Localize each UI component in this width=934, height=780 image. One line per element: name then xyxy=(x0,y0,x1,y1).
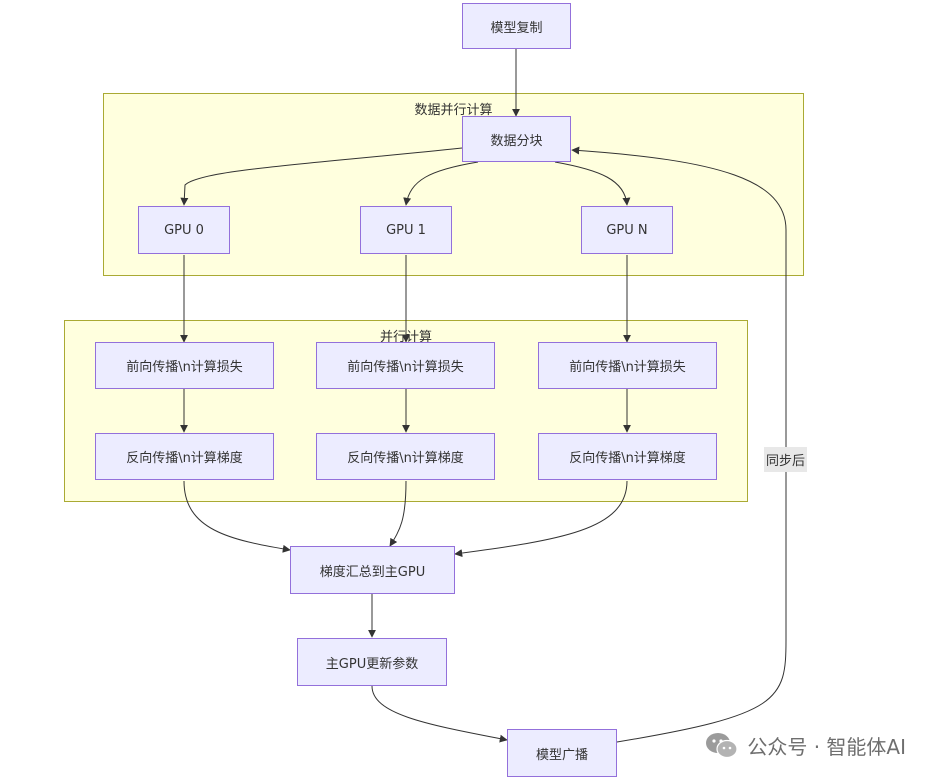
node-data-split[interactable]: 数据分块 xyxy=(462,116,571,162)
edge-split-to-gpun xyxy=(554,161,631,206)
watermark-text: 公众号 · 智能体AI xyxy=(747,735,906,759)
wechat-icon xyxy=(706,732,738,758)
node-aggregate[interactable]: 梯度汇总到主GPU xyxy=(290,546,455,594)
node-backward-1[interactable]: 反向传播\n计算梯度 xyxy=(316,433,495,480)
edge-label-sync: 同步后 xyxy=(764,447,808,472)
node-broadcast[interactable]: 模型广播 xyxy=(507,729,617,777)
edge-split-to-gpu0 xyxy=(180,147,463,206)
node-update[interactable]: 主GPU更新参数 xyxy=(297,638,447,686)
node-model-copy[interactable]: 模型复制 xyxy=(462,3,571,49)
node-forward-0[interactable]: 前向传播\n计算损失 xyxy=(95,342,274,389)
node-backward-0[interactable]: 反向传播\n计算梯度 xyxy=(95,433,274,480)
edge-split-to-gpu1 xyxy=(403,161,479,206)
edge-backward1-to-aggregate xyxy=(389,480,407,547)
node-gpu-1[interactable]: GPU 1 xyxy=(360,206,452,254)
node-gpu-0[interactable]: GPU 0 xyxy=(138,206,230,254)
node-forward-n[interactable]: 前向传播\n计算损失 xyxy=(538,342,717,389)
edge-broadcast-to-split xyxy=(571,146,787,743)
watermark: 公众号 · 智能体AI xyxy=(705,731,906,760)
node-backward-n[interactable]: 反向传播\n计算梯度 xyxy=(538,433,717,480)
node-forward-1[interactable]: 前向传播\n计算损失 xyxy=(316,342,495,389)
cluster-data-parallel-label: 数据并行计算 xyxy=(414,103,493,118)
edge-backward0-to-aggregate xyxy=(183,480,291,553)
edge-update-to-broadcast xyxy=(371,685,508,743)
edge-backwardn-to-aggregate xyxy=(454,480,628,558)
node-gpu-n[interactable]: GPU N xyxy=(581,206,673,254)
